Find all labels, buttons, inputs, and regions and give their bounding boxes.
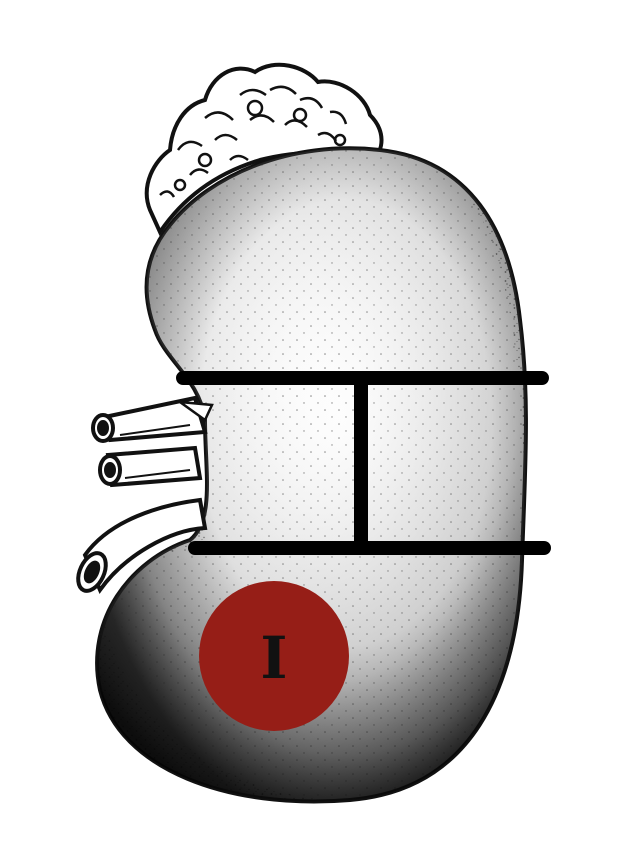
adrenal-gland bbox=[144, 62, 384, 237]
marker-i: I bbox=[199, 581, 349, 731]
marker-circle bbox=[199, 581, 349, 731]
marker-label: I bbox=[260, 624, 287, 692]
measurement-bracket bbox=[176, 371, 551, 555]
renal-vessels bbox=[76, 395, 214, 595]
